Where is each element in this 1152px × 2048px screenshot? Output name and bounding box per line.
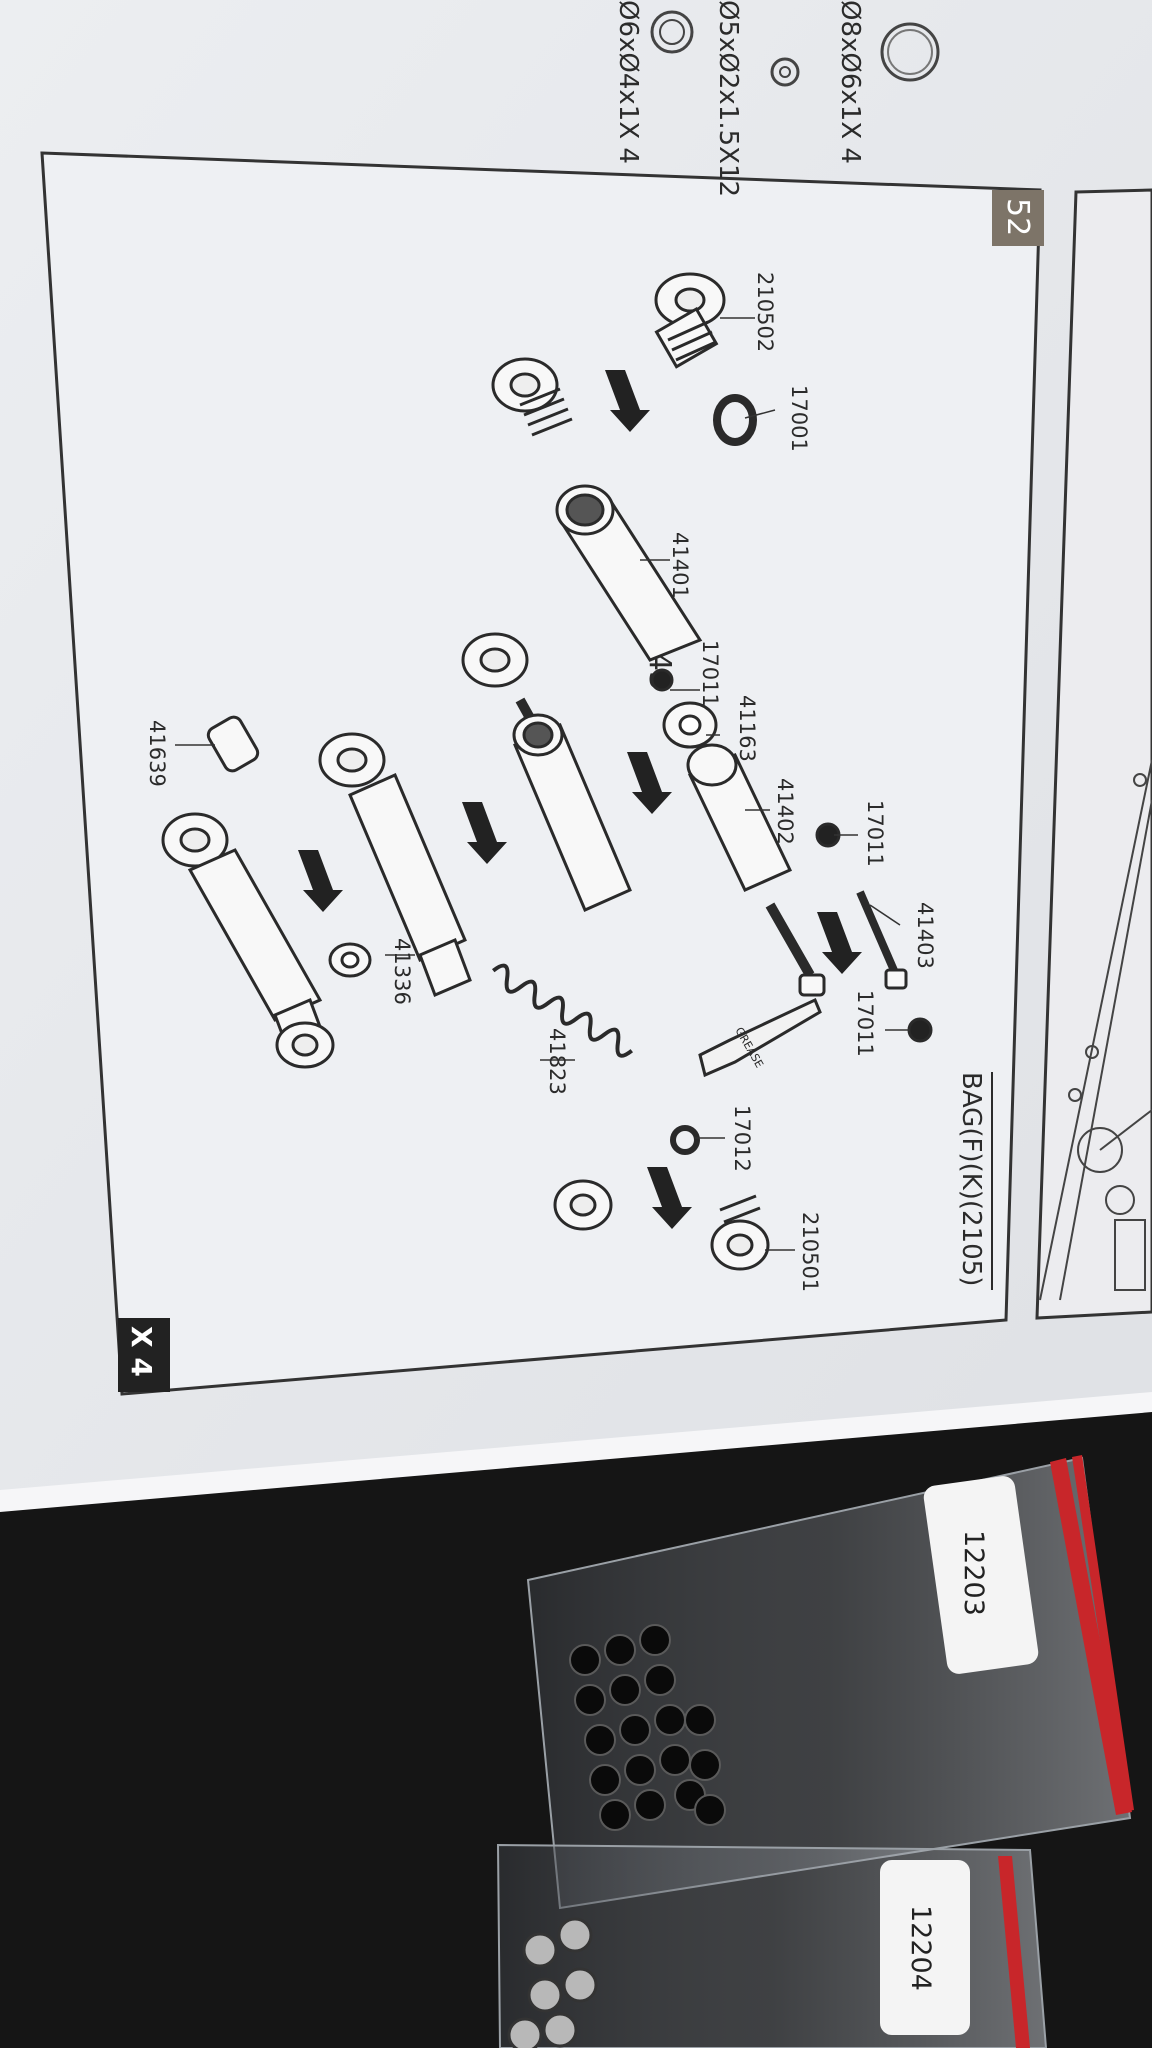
part-41639-bushing: [206, 715, 260, 773]
label-41402: 41402: [773, 778, 797, 845]
part-41401-body: [555, 484, 703, 662]
label-41639: 41639: [145, 720, 169, 787]
label-210502: 210502: [753, 272, 777, 352]
label-17011-a: 17011: [698, 640, 722, 707]
part-41402-tube: [686, 743, 793, 892]
part-upper-cap: [491, 357, 573, 437]
step-number: 52: [1000, 198, 1035, 236]
bag-label-12203: 12203: [958, 1530, 989, 1616]
part-210502-rod-end: [654, 272, 726, 369]
bag-label-card-12204: [880, 1860, 970, 2035]
part-17011-oring-c: [907, 1017, 933, 1043]
adjacent-step-panel: [1035, 188, 1152, 1320]
legend-item-2: Ø5xØ2x1.5X12: [713, 0, 743, 197]
part-41823-spring: [491, 963, 634, 1058]
label-17011-c: 17011: [853, 990, 877, 1057]
bag-label-12204: 12204: [905, 1905, 936, 1991]
label-17001: 17001: [787, 385, 811, 452]
part-41403-rod: [765, 890, 908, 997]
part-lower-end-mid: [553, 1179, 613, 1231]
shock-assembly-drawing: [161, 272, 933, 1271]
bag-label-card-12203: [923, 1476, 1039, 1674]
part-17011-oring-a: [650, 668, 674, 692]
label-41163: 41163: [735, 695, 759, 762]
part-middle-shock: [461, 632, 632, 912]
legend-item-3: Ø6xØ4x1X 4: [613, 0, 643, 164]
metal-bearings: [507, 1917, 598, 2048]
chassis-drawing: [1039, 759, 1152, 1301]
grease-tube: [698, 997, 822, 1078]
part-41336-shock: [318, 732, 472, 997]
assembly-arrows: [298, 370, 862, 1229]
part-bushing-small: [328, 942, 372, 978]
label-210501: 210501: [798, 1212, 822, 1292]
part-210501-end: [710, 1194, 770, 1271]
part-17012-oring: [670, 1125, 700, 1155]
label-41401: 41401: [668, 532, 692, 599]
washer-legend: Ø8xØ6x1X 4 Ø5xØ2x1.5X12 Ø6xØ4x1X 4: [613, 0, 940, 197]
bag-label: BAG(F)(K)(2105): [956, 1072, 986, 1286]
label-41823: 41823: [545, 1028, 569, 1095]
part-17001-oring: [713, 394, 757, 446]
black-washers: [569, 1624, 726, 1831]
label-41403: 41403: [913, 902, 937, 969]
part-assembled-shock: [161, 812, 335, 1069]
label-17011-b: 17011: [863, 800, 887, 867]
quantity-label: X 4: [125, 1326, 158, 1377]
label-41336: 41336: [390, 938, 414, 1005]
label-17012: 17012: [730, 1105, 754, 1172]
step-badge: 52: [992, 190, 1044, 246]
part-41163-cup: [662, 701, 718, 749]
bag-12204: 12204: [496, 1843, 1048, 2048]
part-labels: [175, 317, 910, 1251]
quantity-badge: X 4: [118, 1318, 170, 1392]
legend-item-1: Ø8xØ6x1X 4: [835, 0, 865, 164]
bag-12203: 12203: [526, 1455, 1134, 1910]
